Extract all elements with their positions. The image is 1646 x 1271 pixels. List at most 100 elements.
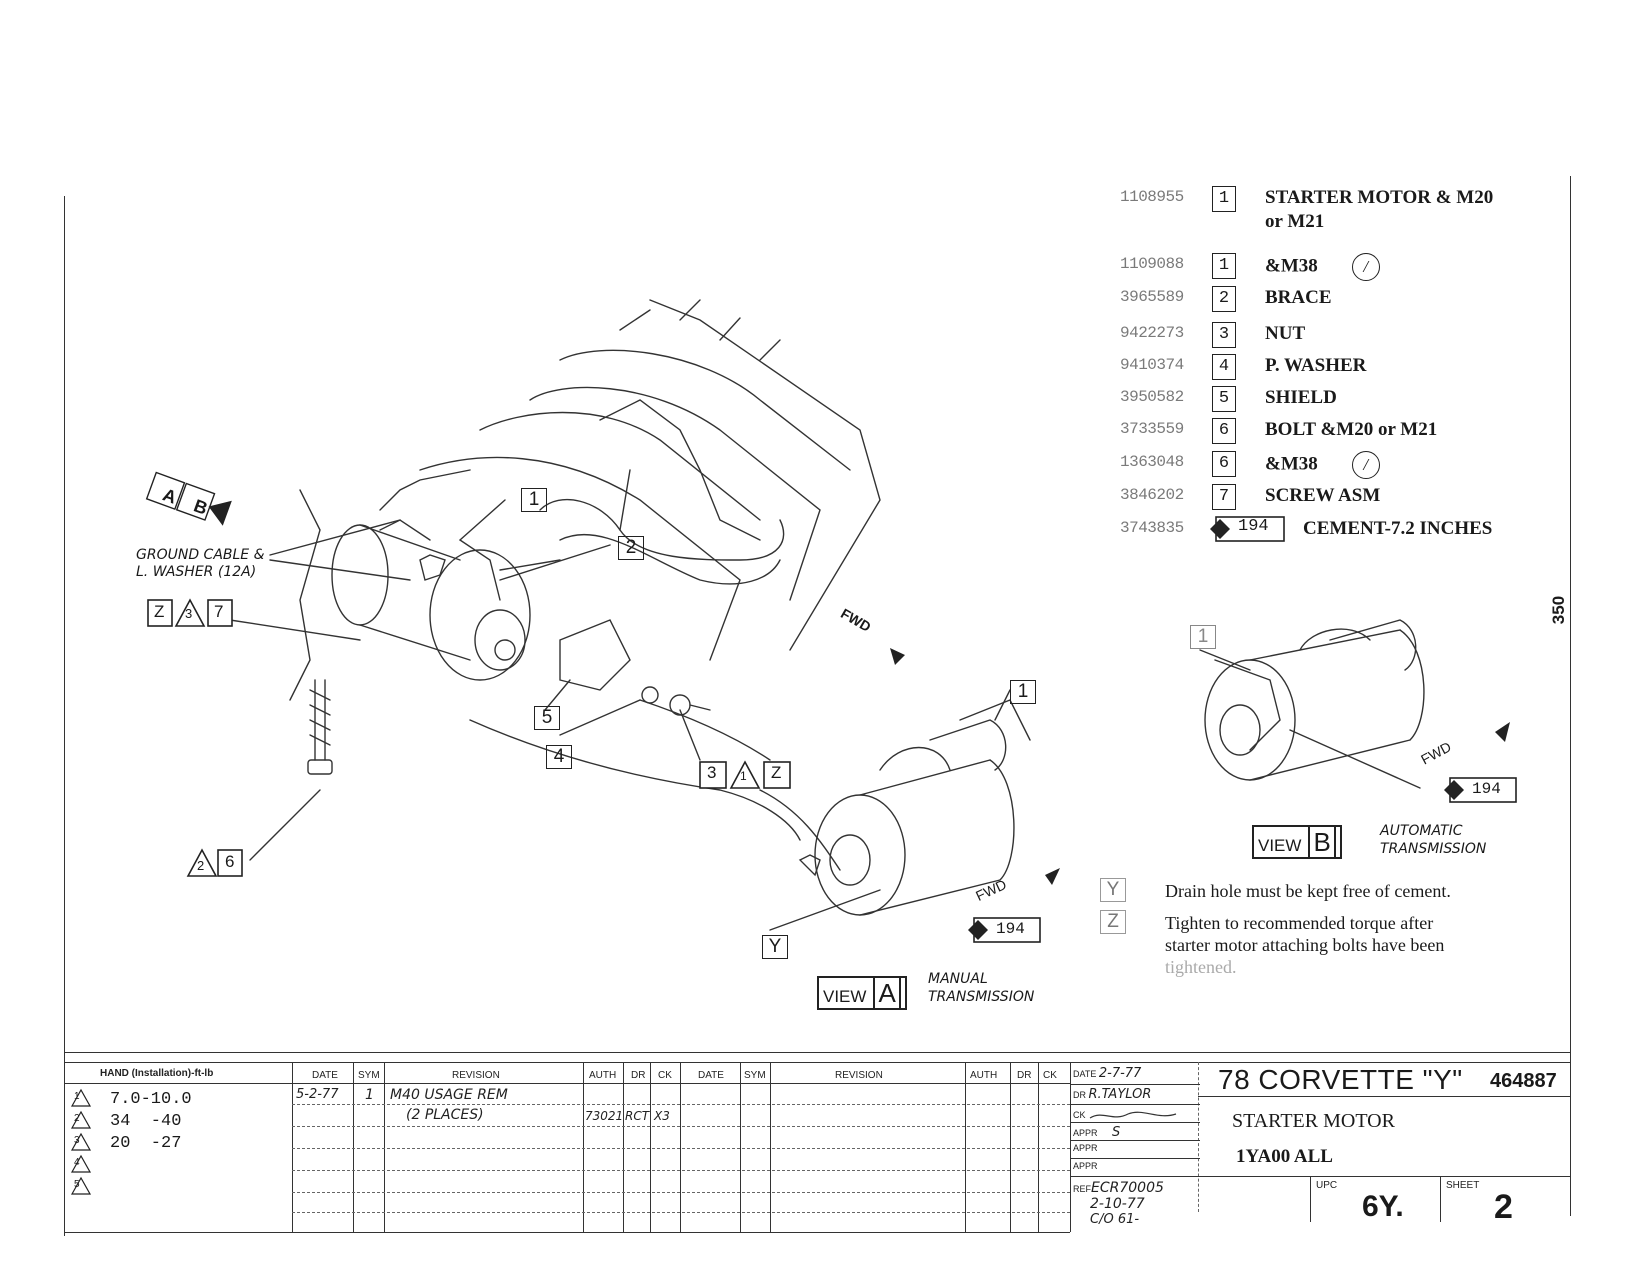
view-a-label: VIEW A <box>817 976 907 1010</box>
col-line <box>1038 1062 1039 1232</box>
torque-row: 4 <box>72 1156 287 1178</box>
part-number: 1363048 <box>1120 453 1184 471</box>
drawing-number: 464887 <box>1490 1070 1557 1092</box>
note-circle-1: / <box>1351 253 1380 281</box>
upc-label: UPC <box>1316 1180 1338 1191</box>
parts-list-row: 3965589 2 BRACE <box>1120 286 1550 314</box>
callout-7: 7 <box>214 602 224 621</box>
col-line <box>623 1062 624 1232</box>
header-dr-2: DR <box>1017 1070 1032 1081</box>
view-letter-b: B <box>1308 825 1336 859</box>
header-revision-2: REVISION <box>835 1070 883 1081</box>
header-date-2: DATE <box>698 1070 724 1081</box>
torque-value: 34 -40 <box>110 1112 182 1131</box>
row-line <box>1070 1158 1200 1159</box>
row-line <box>1070 1084 1200 1085</box>
view-letter-a: A <box>873 976 901 1010</box>
ref-value: ECR70005 <box>1091 1180 1164 1196</box>
parts-list-row: 3846202 7 SCREW ASM <box>1120 484 1550 512</box>
drawing-title: STARTER MOTOR <box>1232 1110 1395 1132</box>
note-y-label: Y <box>1100 878 1126 902</box>
callout-1: 1 <box>521 488 547 512</box>
col-line <box>353 1062 354 1232</box>
part-description: SHIELD <box>1265 387 1337 408</box>
part-desc-line1: &M38 <box>1265 255 1318 277</box>
note-z-line3: tightened. <box>1165 957 1237 977</box>
ref-value-3: C/O 61- <box>1090 1212 1140 1227</box>
col-line <box>1310 1176 1311 1222</box>
part-desc-line1: STARTER MOTOR & M20 <box>1265 187 1494 208</box>
transmission-label: TRANSMISSION <box>1380 841 1487 857</box>
part-index-box: 1 <box>1212 186 1236 212</box>
drawing-subtitle: 1YA00 ALL <box>1236 1146 1333 1167</box>
ground-cable-label: GROUND CABLE & L. WASHER (12A) <box>136 547 265 581</box>
revision-ck: X3 <box>654 1109 670 1123</box>
parts-list-row: 1363048 6 &M38/ <box>1120 451 1550 479</box>
view-b-callout-1: 1 <box>1190 625 1216 649</box>
ref-label: REFECR70005 <box>1073 1180 1164 1196</box>
appr-label-text: APPR <box>1073 1128 1098 1138</box>
part-number: 3846202 <box>1120 486 1184 504</box>
ground-cable-line1: GROUND CABLE & <box>136 547 265 563</box>
parts-list-row: 3743835 194 CEMENT-7.2 INCHES <box>1120 515 1550 545</box>
part-index-box: 2 <box>1212 286 1236 312</box>
cement-ref-number: 194 <box>1238 517 1269 536</box>
revision-date: 5-2-77 <box>296 1087 339 1102</box>
transmission-label: TRANSMISSION <box>928 989 1035 1005</box>
part-index-box: 4 <box>1212 354 1236 380</box>
parts-list-row: 3733559 6 BOLT &M20 or M21 <box>1120 418 1550 446</box>
part-index-box: 6 <box>1212 418 1236 444</box>
view-a-cement-tag: 194 <box>966 916 1044 944</box>
part-index-box: 5 <box>1212 386 1236 412</box>
ck-label: CK <box>1073 1107 1178 1122</box>
torque-row: 3 20 -27 <box>72 1134 287 1156</box>
callout-5: 5 <box>534 706 560 730</box>
sheet-value: 2 <box>1494 1188 1513 1226</box>
row-line <box>1198 1096 1570 1097</box>
header-sym-2: SYM <box>744 1070 766 1081</box>
part-description: &M38 / <box>1265 253 1380 281</box>
view-a-caption: MANUAL TRANSMISSION <box>928 970 1034 1006</box>
ref-value-2: 2-10-77 <box>1090 1196 1145 1212</box>
col-line <box>583 1062 584 1232</box>
dr-label-text: DR <box>1073 1090 1086 1100</box>
note-circle-1: / <box>1351 451 1380 479</box>
title-divider <box>1198 1062 1199 1212</box>
torque-header: HAND (Installation)-ft-lb <box>100 1068 214 1079</box>
torque-row: 2 34 -40 <box>72 1112 287 1134</box>
part-index-box: 7 <box>1212 484 1236 510</box>
date-label-text: DATE <box>1073 1069 1097 1079</box>
view-b-cement-number: 194 <box>1472 780 1501 798</box>
header-auth: AUTH <box>589 1070 617 1081</box>
col-line <box>770 1062 771 1232</box>
note-y: Y Drain hole must be kept free of cement… <box>1100 878 1560 908</box>
torque-divider <box>292 1062 293 1232</box>
row-line <box>292 1192 1070 1193</box>
appr3-label: APPR <box>1073 1161 1098 1171</box>
row-line <box>292 1104 1070 1105</box>
revision-auth: 73021 <box>585 1109 624 1123</box>
table-top-rule <box>64 1052 1570 1053</box>
view-word: VIEW <box>823 987 867 1006</box>
revision-dr: RCT <box>625 1109 650 1123</box>
torque-value: 20 -27 <box>110 1134 182 1153</box>
automatic-label: AUTOMATIC <box>1380 823 1463 839</box>
header-ck-2: CK <box>1043 1070 1057 1081</box>
revision-text-2: (2 PLACES) <box>406 1107 484 1123</box>
part-description: CEMENT-7.2 INCHES <box>1303 518 1493 539</box>
col-line <box>1440 1176 1441 1222</box>
revision-sym: 1 <box>365 1087 374 1103</box>
row-line <box>292 1126 1070 1127</box>
table-second-rule <box>64 1062 1570 1063</box>
callout-z: Z <box>154 602 165 621</box>
model-title: 78 CORVETTE "Y" <box>1218 1064 1463 1095</box>
part-description: P. WASHER <box>1265 355 1367 376</box>
cement-ref-tag: 194 <box>1208 515 1286 542</box>
cement-tag-icon <box>1444 777 1517 803</box>
dr-value: R.TAYLOR <box>1088 1087 1152 1102</box>
part-index-box: 1 <box>1212 253 1236 279</box>
note-y-text: Drain hole must be kept free of cement. <box>1165 881 1451 901</box>
upc-value: 6Y. <box>1362 1190 1404 1223</box>
